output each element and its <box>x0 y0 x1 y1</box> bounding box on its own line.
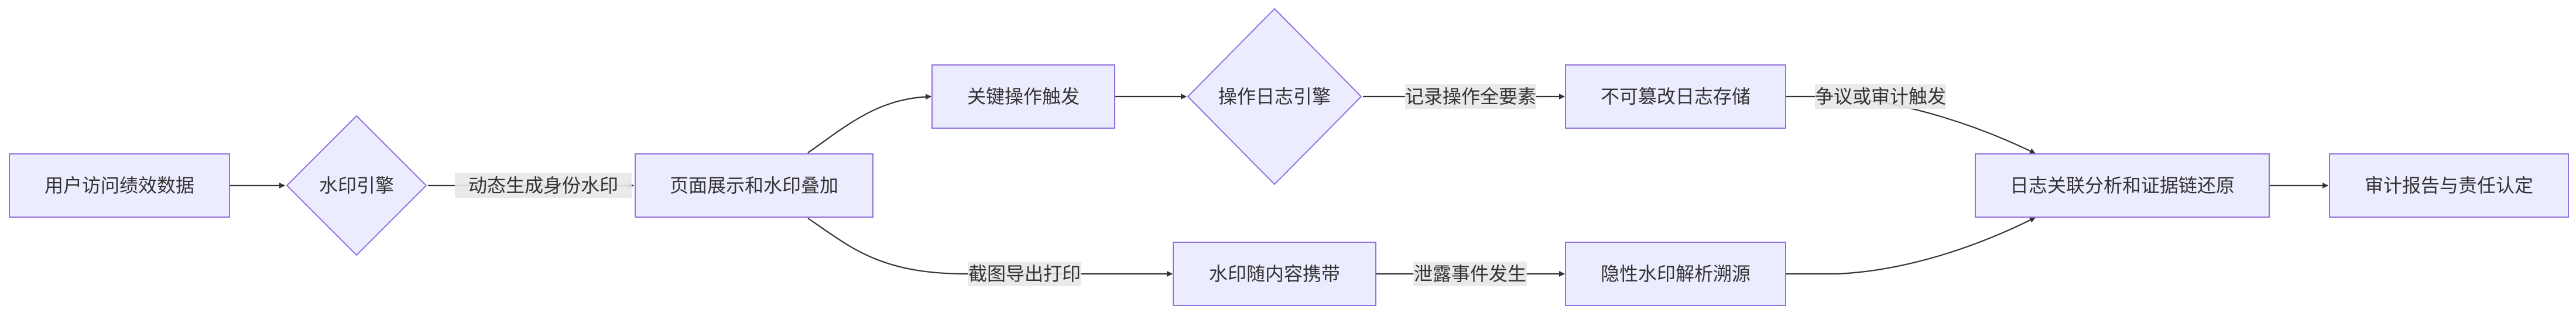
edge-label-screenshot-export-text: 截图导出打印 <box>968 263 1081 285</box>
node-page-display: 页面展示和水印叠加 <box>635 153 873 218</box>
node-key-operation-trigger-label: 关键操作触发 <box>967 85 1080 108</box>
node-audit-report-label: 审计报告与责任认定 <box>2365 174 2533 197</box>
node-page-display-label: 页面展示和水印叠加 <box>670 174 838 197</box>
edge-label-dynamic-identity: 动态生成身份水印 <box>455 173 632 198</box>
edge-page-display-to-key-operation <box>807 94 931 153</box>
node-log-correlation-analysis: 日志关联分析和证据链还原 <box>1975 153 2270 218</box>
node-audit-report: 审计报告与责任认定 <box>2329 153 2569 218</box>
node-key-operation-trigger: 关键操作触发 <box>931 64 1115 129</box>
node-log-correlation-analysis-label: 日志关联分析和证据链还原 <box>2010 174 2235 197</box>
edge-label-dispute-trigger: 争议或审计触发 <box>1815 84 1946 109</box>
edge-label-leak-event: 泄露事件发生 <box>1413 262 1527 286</box>
node-immutable-log-storage: 不可篡改日志存储 <box>1565 64 1786 129</box>
edge-label-record-elements-text: 记录操作全要素 <box>1405 85 1536 108</box>
node-access-performance-data-label: 用户访问绩效数据 <box>44 174 194 197</box>
edge-labels: 动态生成身份水印 记录操作全要素 争议或审计触发 截图导出打印 泄露事件发生 <box>455 84 1946 286</box>
edge-hidden-watermark-to-log-analysis <box>1786 217 2036 275</box>
node-watermark-carried-label: 水印随内容携带 <box>1209 263 1340 285</box>
node-operation-log-engine: 操作日志引擎 <box>1187 8 1362 186</box>
node-hidden-watermark-trace-label: 隐性水印解析溯源 <box>1601 263 1751 285</box>
edge-label-screenshot-export: 截图导出打印 <box>968 262 1081 286</box>
node-watermark-engine-label: 水印引擎 <box>319 174 394 197</box>
edge-label-leak-event-text: 泄露事件发生 <box>1414 263 1526 285</box>
node-watermark-engine: 水印引擎 <box>286 115 427 256</box>
edge-label-record-elements: 记录操作全要素 <box>1405 84 1536 109</box>
node-access-performance-data: 用户访问绩效数据 <box>9 153 230 218</box>
node-operation-log-engine-label: 操作日志引擎 <box>1218 85 1331 108</box>
nodes: 用户访问绩效数据 水印引擎 页面展示和水印叠加 关键操作触发 操作日志引擎 不可… <box>9 8 2569 306</box>
node-immutable-log-storage-label: 不可篡改日志存储 <box>1601 85 1751 108</box>
edge-label-dispute-trigger-text: 争议或审计触发 <box>1815 85 1946 108</box>
node-hidden-watermark-trace: 隐性水印解析溯源 <box>1565 242 1786 306</box>
node-watermark-carried: 水印随内容携带 <box>1173 242 1376 306</box>
edge-page-display-to-watermark-carry <box>807 218 1173 277</box>
edge-label-dynamic-identity-text: 动态生成身份水印 <box>468 174 618 197</box>
